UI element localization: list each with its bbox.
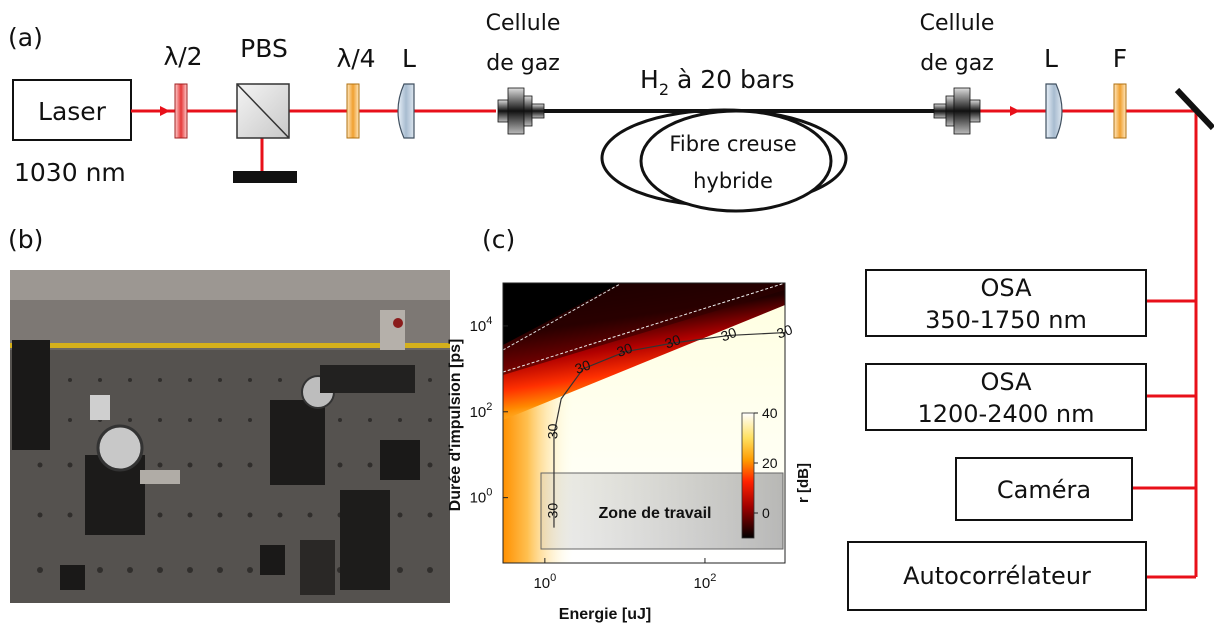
beam-arrow-2 [1010, 106, 1020, 116]
contour-label-2: 30 [573, 356, 593, 376]
colorbar-label: r [dB] [795, 463, 812, 503]
colorbar-tick-label-0: 0 [762, 505, 770, 521]
y-tick-label-2: 104 [470, 315, 493, 335]
lens-1-label: L [402, 44, 416, 73]
osa-1-line1: OSA [981, 274, 1033, 302]
autocorrelator-box [847, 541, 1147, 611]
panel-label-c: (c) [482, 225, 515, 254]
y-tick-label-0: 100 [470, 487, 493, 507]
quarter-wave-label: λ/4 [336, 44, 375, 73]
boundary-line-lower [503, 283, 785, 373]
x-axis-ticks: 100 102 [533, 558, 716, 592]
gas-cell-2-label-line1: Cellule [920, 11, 995, 36]
gas-cell-1-label-line1: Cellule [486, 11, 561, 36]
contour-label-5: 30 [719, 324, 739, 344]
panel-label-b: (b) [8, 225, 43, 254]
x-tick-label-0: 100 [533, 572, 556, 592]
working-zone-label: Zone de travail [599, 505, 712, 522]
pbs-diagonal [236, 83, 290, 139]
gas-cell-2 [933, 87, 981, 135]
contour-label-0: 30 [545, 503, 561, 519]
mirror [1174, 87, 1214, 131]
x-tick-label-1: 102 [694, 572, 717, 592]
fiber-label-line1: Fibre creuse [669, 132, 796, 156]
quarter-wave-plate [346, 83, 360, 139]
camera-box [955, 457, 1133, 521]
contour-label-3: 30 [614, 340, 634, 360]
gas-cell-1 [497, 87, 545, 135]
half-wave-plate [174, 83, 188, 139]
gas-cell-1-label-line2: de gaz [486, 51, 560, 76]
beam-arrow-1 [160, 106, 170, 116]
laser-wavelength: 1030 nm [14, 158, 126, 187]
colorbar [741, 412, 755, 539]
gas-cell-2-label-line2: de gaz [920, 51, 994, 76]
boundary-line-upper [503, 283, 621, 351]
camera-label: Caméra [997, 476, 1091, 504]
laser-box [12, 79, 132, 141]
plot-frame [502, 282, 786, 564]
panel-label-a: (a) [8, 23, 43, 52]
beam-dump [233, 171, 297, 183]
osa-2-line1: OSA [981, 368, 1033, 396]
lens-2-label: L [1044, 44, 1058, 73]
colorbar-tick-label-2: 40 [762, 405, 778, 421]
laser-label: Laser [38, 97, 107, 126]
contour-label-1: 30 [545, 423, 561, 439]
autocorrelator-label: Autocorrélateur [903, 562, 1091, 590]
filter-label: F [1113, 44, 1127, 73]
half-wave-label: λ/2 [163, 42, 202, 71]
colorbar-tick-label-1: 20 [762, 455, 778, 471]
contour-line-30 [553, 331, 786, 528]
fiber-coil-inner [639, 109, 833, 213]
osa-2-line2: 1200-2400 nm [917, 400, 1094, 428]
lens-1 [397, 83, 415, 139]
lab-photo [10, 270, 450, 603]
lens-2 [1045, 83, 1063, 139]
y-axis-ticks: 100 102 104 [470, 315, 508, 507]
colorbar-ticks: 0 20 40 [754, 405, 778, 521]
osa-1-box [865, 269, 1147, 337]
filter [1113, 83, 1127, 139]
contour-label-4: 30 [663, 331, 683, 351]
y-axis-label: Durée d'impulsion [ps] [447, 339, 464, 512]
y-tick-label-1: 102 [470, 401, 493, 421]
osa-2-box [865, 363, 1147, 431]
fiber-label-line2: hybride [693, 169, 773, 193]
x-axis-label: Energie [uJ] [559, 606, 651, 623]
osa-1-line2: 350-1750 nm [925, 306, 1087, 334]
pbs-label: PBS [240, 34, 288, 63]
gas-pressure-label: H2 à 20 bars [640, 65, 794, 99]
